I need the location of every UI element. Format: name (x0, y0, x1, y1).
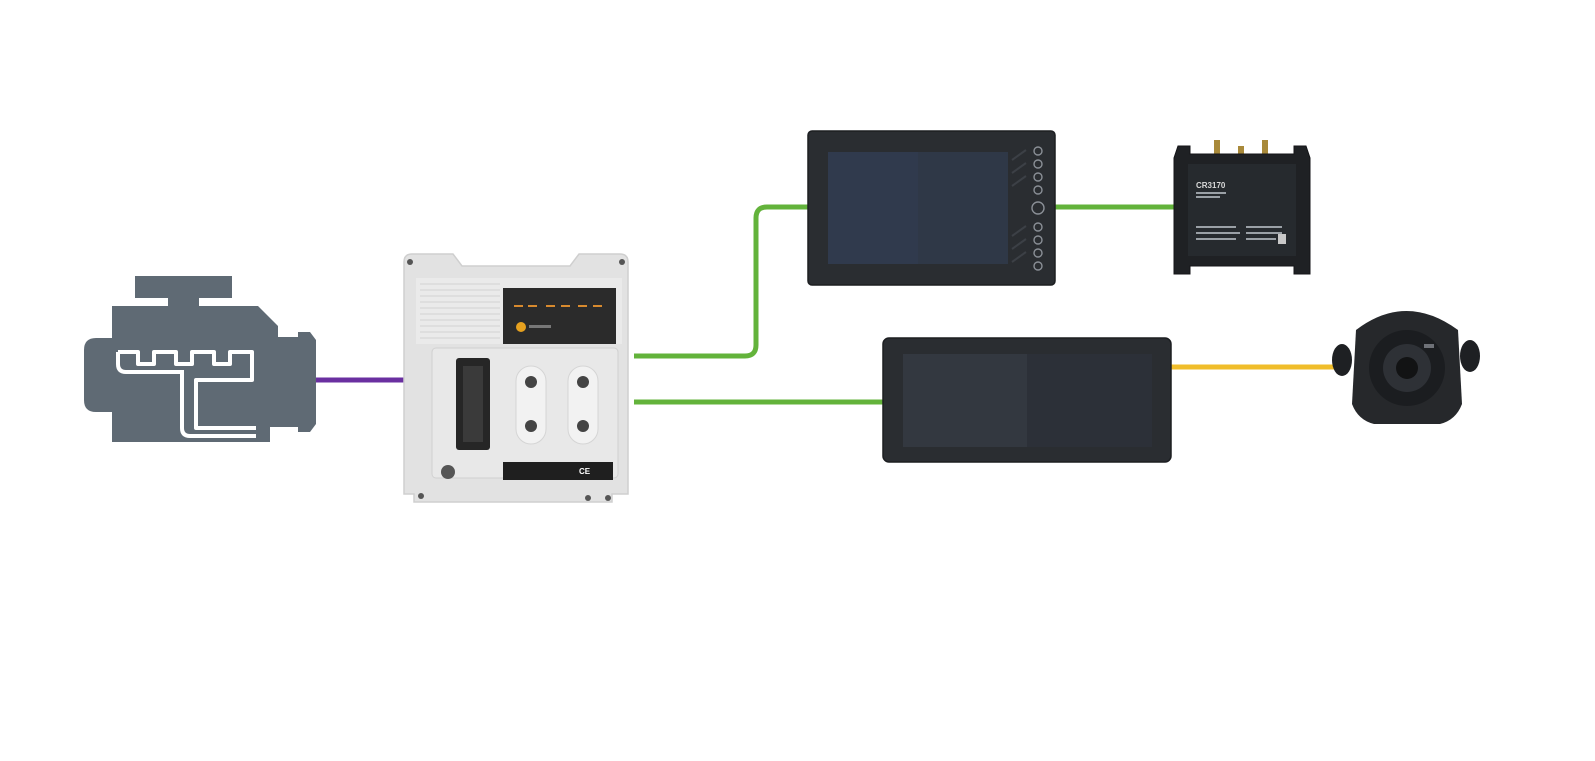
connections (312, 204, 1340, 405)
display-keypad (1031, 146, 1045, 271)
gateway-model-label: CR3170 (1196, 181, 1226, 190)
controller-logo (516, 322, 526, 332)
controller-m12-ports (525, 376, 589, 432)
controller-icon: CE (403, 253, 629, 503)
link-controller-display (634, 204, 810, 359)
camera-icon (1332, 311, 1480, 424)
gateway-icon: CR3170 (1173, 140, 1311, 275)
engine-icon (84, 276, 316, 442)
controller-ce-mark: CE (579, 467, 591, 476)
controller-type-label (503, 462, 613, 480)
display-screen (828, 152, 1008, 264)
display-icon (807, 130, 1056, 286)
widescreen-display-icon (882, 337, 1172, 463)
controller-status-panel (503, 288, 616, 344)
